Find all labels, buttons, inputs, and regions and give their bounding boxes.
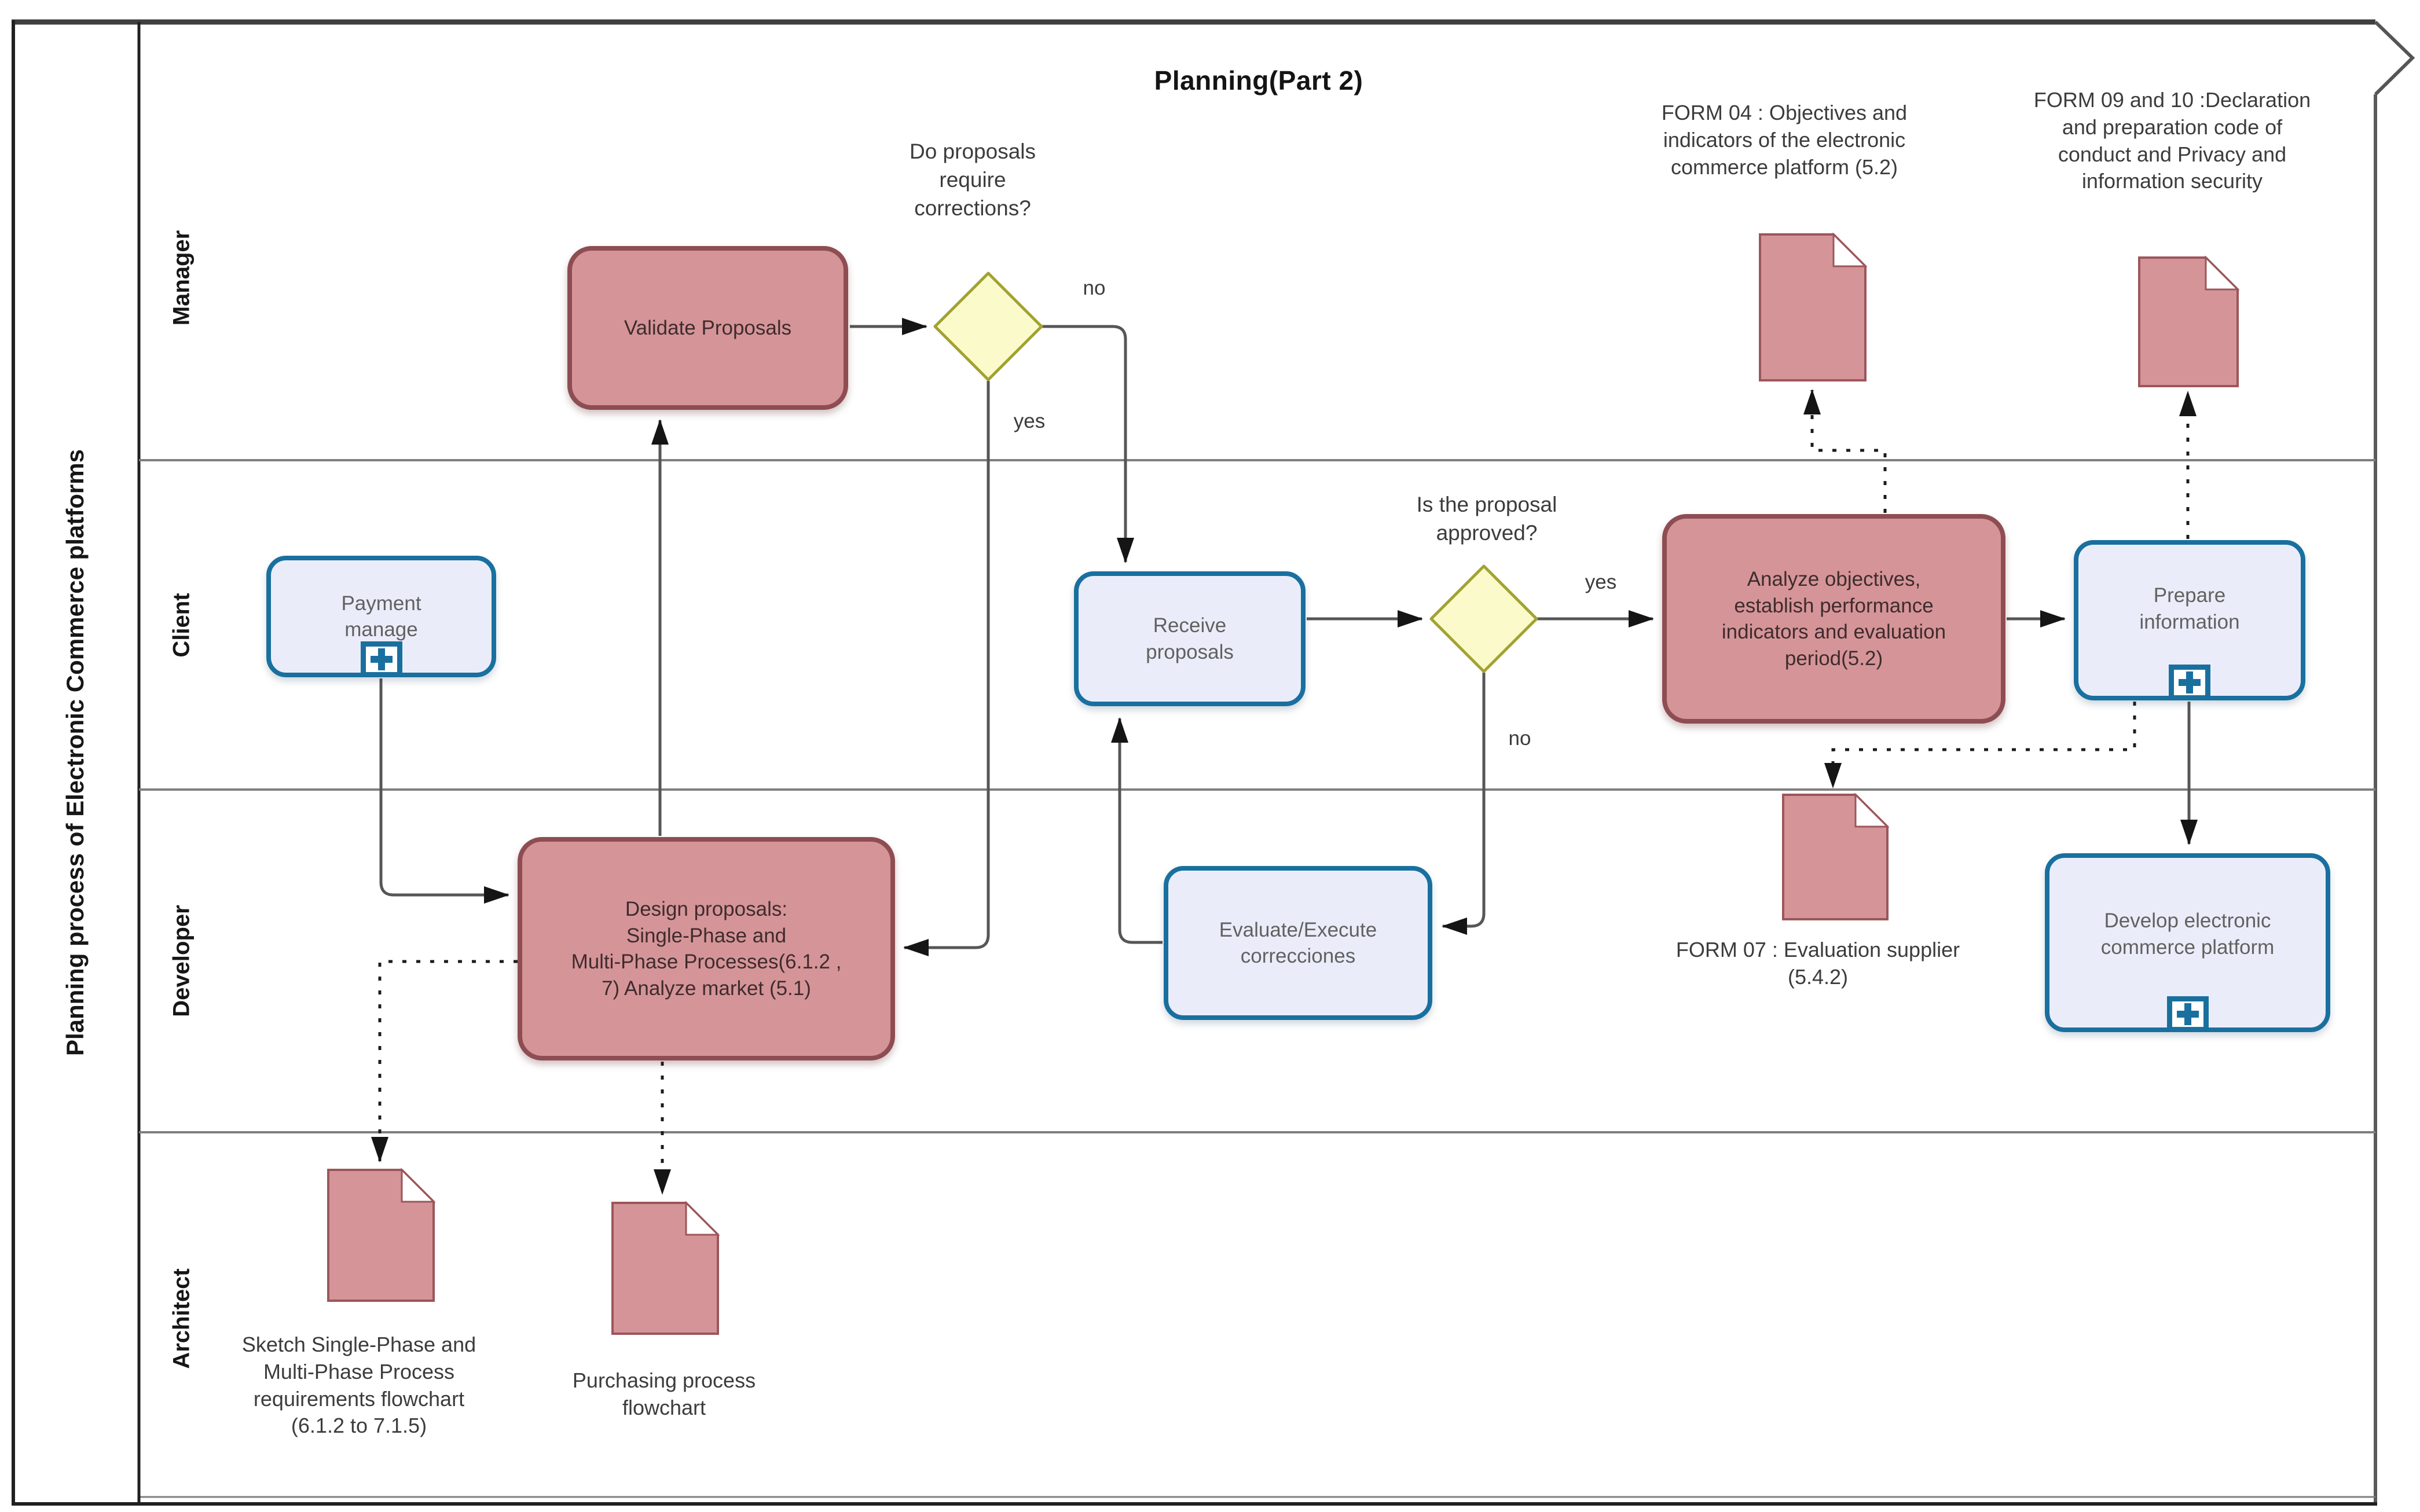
task-prepare-information-label: Prepare information [2139,584,2240,633]
purchasing-doc-label: Purchasing process flowchart [572,1368,756,1419]
lane-label-client: Client [168,593,195,658]
gateway2-yes-label: yes [1585,571,1617,593]
flow-gateway1-no-to-receive [1040,325,1134,563]
flow-payment-to-design [379,678,509,904]
flow-gateway2-no-to-evaluate [1442,673,1486,935]
task-evaluate-corrections-label: Evaluate/Execute correcciones [1219,918,1377,968]
gateway2-diamond[interactable] [1429,564,1538,673]
task-analyze-objectives[interactable]: Analyze objectives, establish performanc… [1662,514,2005,724]
phase-band-title: Planning(Part 2) [1154,65,1363,96]
gateway2-question: Is the proposal approved? [1416,493,1557,545]
purchasing-doc-icon[interactable] [611,1201,720,1335]
subprocess-plus-marker[interactable] [2169,665,2210,700]
task-receive-proposals[interactable]: Receive proposals [1074,571,1306,706]
gateway1-yes-label: yes [1013,410,1046,432]
task-validate-proposals-label: Validate Proposals [624,316,792,339]
gateway1-diamond[interactable] [933,271,1043,381]
flow-gateway1-yes-to-design [903,381,990,956]
gateway2-no-label: no [1508,727,1531,750]
task-validate-proposals[interactable]: Validate Proposals [567,246,848,410]
form04-doc-icon[interactable] [1759,232,1868,381]
form04-doc-label: FORM 04 : Objectives and indicators of t… [1661,101,1908,179]
form0910-doc-icon[interactable] [2138,255,2240,387]
task-receive-proposals-label: Receive proposals [1146,614,1234,663]
form07-doc-label: FORM 07 : Evaluation supplier (5.4.2) [1675,938,1960,989]
task-develop-platform[interactable]: Develop electronic commerce platform [2045,853,2330,1032]
assoc-analyze-to-form04 [1803,389,1887,513]
gateway1-question: Do proposals require corrections? [909,140,1036,220]
pool-label: Planning process of Electronic Commerce … [61,449,89,1056]
task-payment-manage[interactable]: Payment manage [266,556,496,677]
form0910-doc-label: FORM 09 and 10 :Declaration and preparat… [2033,88,2311,193]
lane-label-manager: Manager [168,230,195,326]
lane-label-developer: Developer [168,905,195,1017]
task-design-proposals[interactable]: Design proposals: Single-Phase and Multi… [518,837,895,1060]
task-analyze-objectives-label: Analyze objectives, establish performanc… [1721,568,1946,670]
task-design-proposals-label: Design proposals: Single-Phase and Multi… [571,898,842,1000]
flow-evaluate-to-receive [1111,717,1163,944]
task-payment-manage-label: Payment manage [341,592,421,641]
gateway1-no-label: no [1083,277,1106,299]
task-develop-platform-label: Develop electronic commerce platform [2100,909,2275,959]
plus-icon [2176,1003,2199,1025]
subprocess-plus-marker[interactable] [2166,996,2209,1032]
sketch-doc-icon[interactable] [327,1168,436,1302]
phase-band-chevron [2374,20,2415,96]
task-evaluate-corrections[interactable]: Evaluate/Execute correcciones [1164,866,1432,1020]
subprocess-plus-marker[interactable] [360,641,402,677]
task-prepare-information[interactable]: Prepare information [2074,540,2305,700]
sketch-doc-label: Sketch Single-Phase and Multi-Phase Proc… [241,1333,476,1438]
form07-doc-icon[interactable] [1782,792,1890,920]
plus-icon [370,648,393,670]
plus-icon [2179,671,2201,693]
